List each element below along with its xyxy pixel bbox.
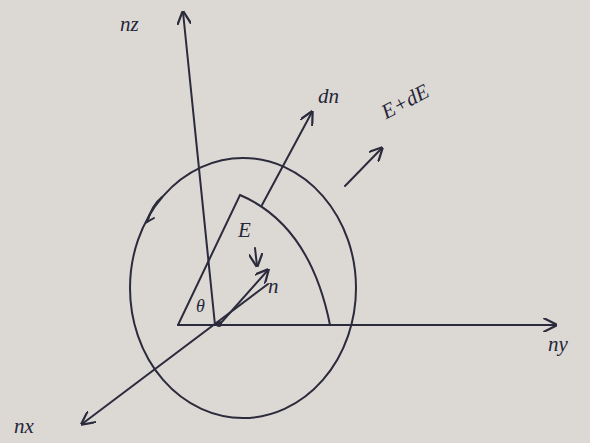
nx-axis: [82, 284, 268, 424]
arc-mark: [147, 214, 154, 222]
axis-label: ny: [548, 334, 568, 355]
origin-dot: [216, 321, 222, 327]
axis-label: nz: [120, 14, 139, 35]
axis-label: nx: [14, 416, 34, 437]
energy-label: E: [238, 220, 251, 241]
angle-label: θ: [196, 297, 205, 315]
radius-label: n: [268, 276, 279, 297]
e-de-arrow: [345, 148, 382, 186]
ny-axis: [178, 324, 556, 326]
nz-axis: [183, 12, 215, 325]
dn-arrow: [262, 112, 312, 205]
energy-label: E+dE: [378, 81, 432, 123]
shell-label: dn: [318, 86, 339, 107]
outer-sphere: [130, 158, 356, 418]
e-arrow: [255, 248, 257, 266]
arc-mark: [147, 197, 162, 222]
radius-arrow: [220, 270, 268, 324]
octant-wedge: [178, 195, 330, 325]
